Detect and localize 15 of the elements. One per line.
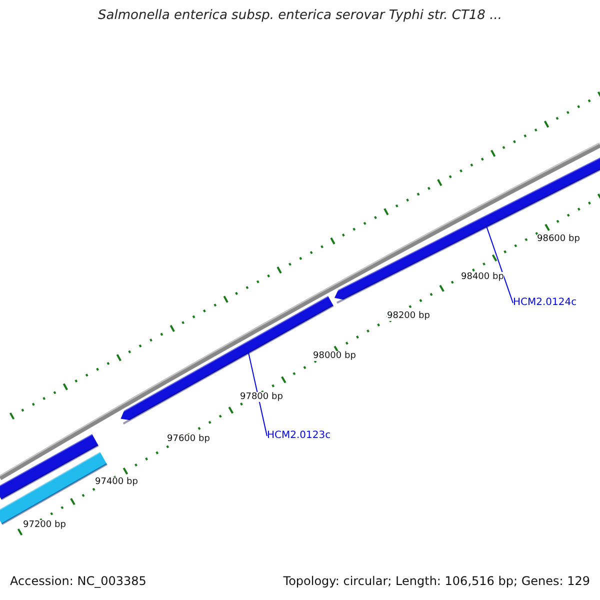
gene-label: HCM2.0124c xyxy=(513,297,577,308)
accession-text: Accession: NC_003385 xyxy=(10,574,146,588)
scale-label: 98400 bp xyxy=(461,272,504,282)
scale-label: 98200 bp xyxy=(387,311,430,321)
scale-label: 98000 bp xyxy=(313,351,356,361)
scale-label: 97400 bp xyxy=(95,477,138,487)
scale-label: 98600 bp xyxy=(537,234,580,244)
summary-text: Topology: circular; Length: 106,516 bp; Genes: 129 xyxy=(283,574,590,588)
leader-line xyxy=(486,224,514,304)
scale-label: 97200 bp xyxy=(23,520,66,530)
scale-label: 97800 bp xyxy=(240,392,283,402)
leader-line xyxy=(248,350,268,436)
scale-label: 97600 bp xyxy=(167,434,210,444)
title: Salmonella enterica subsp. enterica serovar Typhi str. CT18 ... xyxy=(97,8,503,23)
gene-label: HCM2.0123c xyxy=(267,430,331,441)
